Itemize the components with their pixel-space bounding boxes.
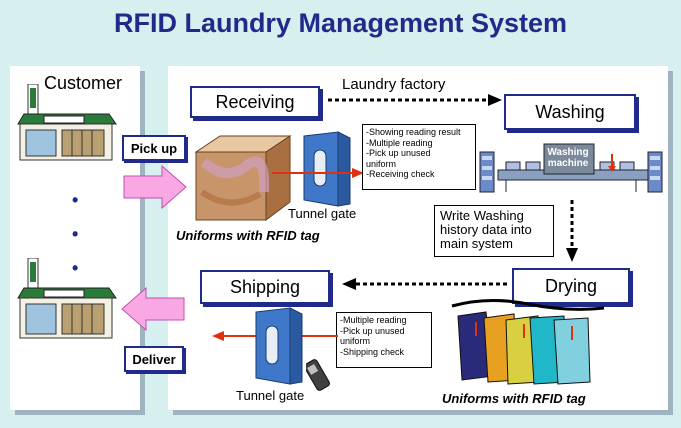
washing-step: Washing [504,94,636,130]
store-icon-bottom [17,258,117,339]
shipping-step: Shipping [200,270,330,304]
tunnel-gate-label-receiving: Tunnel gate [288,206,357,221]
flow-arrow-receiving-washing [328,94,502,106]
store-icon-top [17,84,117,161]
separator-dot-3: • [72,258,79,278]
pickup-arrow [123,164,187,210]
drying-step: Drying [512,268,630,304]
deliver-arrow [121,286,185,332]
separator-dot-1: • [72,190,79,210]
pick-up-label: Pick up [122,135,186,161]
tunnel-gate-label-shipping: Tunnel gate [236,388,305,403]
rfid-reader-icon [306,359,330,391]
deliver-label: Deliver [124,346,184,372]
washing-machine-conveyor [479,143,663,193]
separator-dot-2: • [72,224,79,244]
uniforms-hanger-image [451,298,605,385]
washing-history-note: Write Washing history data into main sys… [434,205,554,257]
receiving-step: Receiving [190,86,320,118]
uniform-box-image [194,135,292,221]
receiving-pointer-arrow [272,168,364,178]
page-title: RFID Laundry Management System [113,8,568,38]
uniforms-label-receiving: Uniforms with RFID tag [176,228,320,243]
flow-arrow-drying-shipping [342,278,508,290]
receiving-notes: -Showing reading result -Multiple readin… [362,124,476,190]
flow-arrow-washing-drying [566,200,578,262]
shipping-notes: -Multiple reading -Pick up unused unifor… [336,312,432,368]
customer-label: Customer [44,73,123,93]
laundry-factory-label: Laundry factory [342,76,446,93]
washing-machine-label: Washing machine [547,147,589,169]
uniforms-label-drying: Uniforms with RFID tag [442,391,586,406]
tunnel-gate-icon-receiving [303,131,351,207]
tunnel-gate-icon-shipping [255,307,303,385]
